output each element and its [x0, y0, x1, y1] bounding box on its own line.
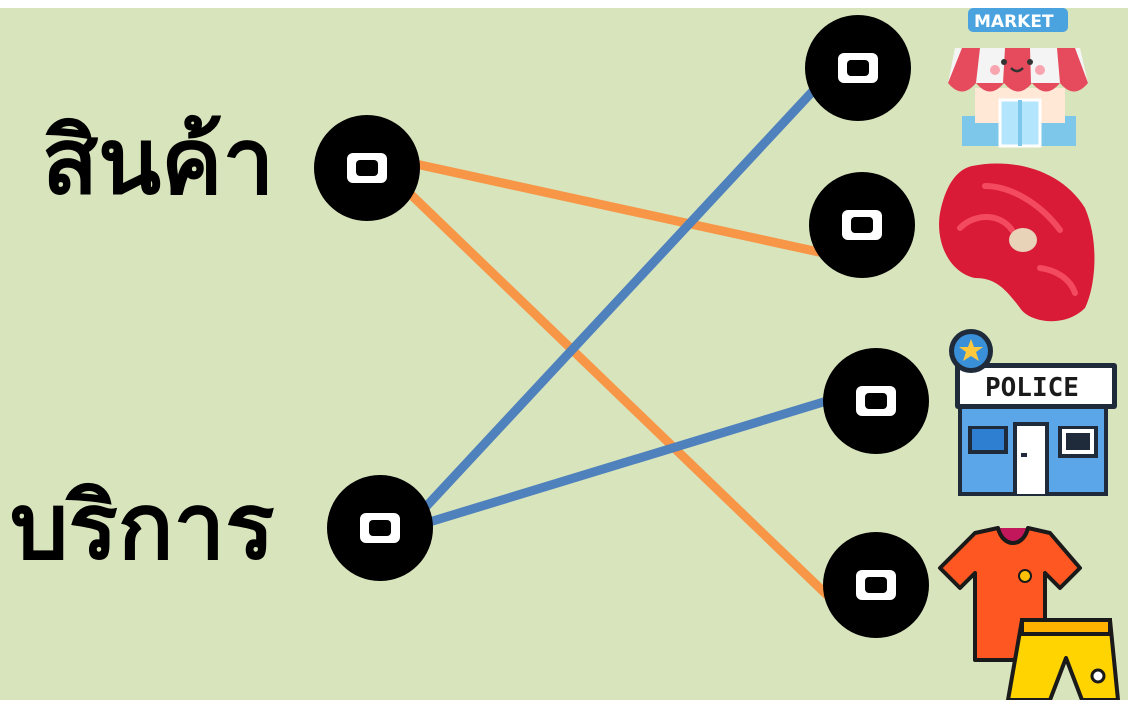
label-services: บริการ: [10, 473, 275, 580]
matching-diagram: สินค้า บริการ: [0, 8, 1128, 700]
clothes-icon: [938, 526, 1120, 700]
market-sign-text: MARKET: [974, 12, 1054, 32]
police-sign-text: POLICE: [985, 373, 1079, 403]
line-services-police: [398, 395, 832, 536]
meat-icon: [939, 163, 1095, 322]
node-goods[interactable]: [314, 115, 420, 221]
node-market[interactable]: [805, 15, 911, 121]
line-goods-meat: [401, 156, 829, 259]
label-goods: สินค้า: [42, 108, 274, 215]
node-meat[interactable]: [809, 172, 915, 278]
police-station-icon: POLICE: [949, 329, 1117, 496]
market-icon: MARKET: [948, 8, 1088, 148]
line-services-market: [391, 74, 829, 544]
node-clothes[interactable]: [823, 532, 929, 638]
line-goods-clothes: [398, 182, 832, 600]
diagram-canvas: สินค้า บริการ: [0, 8, 1128, 700]
node-police[interactable]: [823, 348, 929, 454]
node-services[interactable]: [327, 475, 433, 581]
